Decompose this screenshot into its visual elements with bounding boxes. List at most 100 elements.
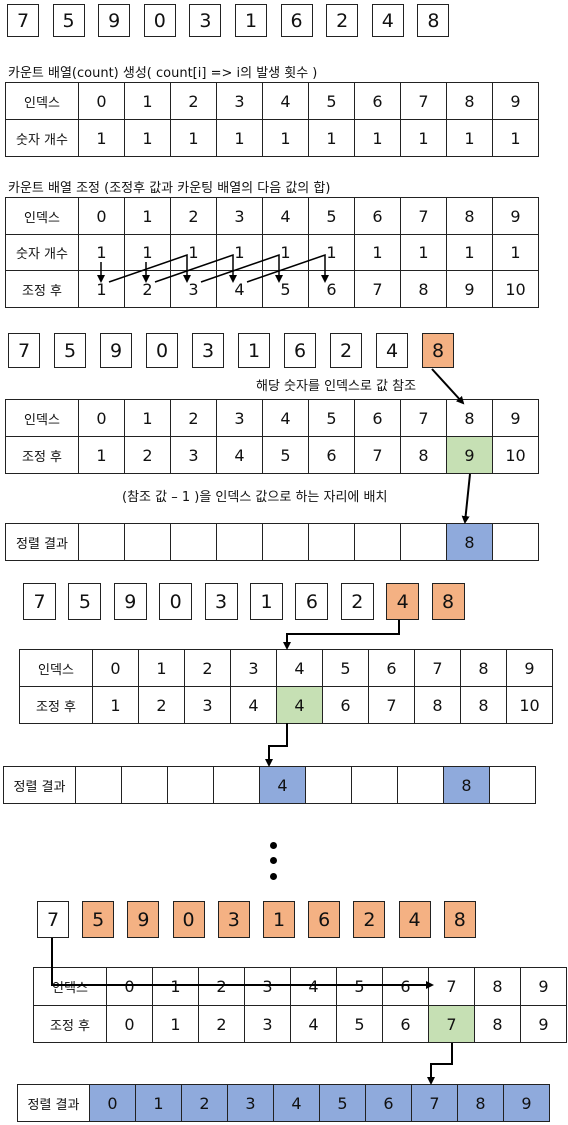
count-cell: 1 [400, 234, 447, 271]
index-cell: 7 [414, 649, 461, 687]
input-number-box: 5 [68, 583, 102, 620]
index-cell: 4 [290, 967, 337, 1006]
index-cell: 0 [78, 399, 125, 437]
adjusted-cell: 2 [198, 1005, 245, 1043]
input-number-box: 9 [113, 583, 147, 620]
index-cell: 0 [92, 649, 139, 687]
input-number-box: 4 [371, 4, 404, 37]
index-cell: 2 [184, 649, 231, 687]
adjusted-cell: 8 [400, 270, 447, 308]
adjusted-cell: 2 [124, 270, 171, 308]
count-cell: 1 [354, 119, 401, 157]
index-cell: 4 [262, 197, 309, 235]
step1-note-top: 해당 숫자를 인덱스로 값 참조 [256, 379, 417, 394]
ellipsis-dot [270, 873, 277, 880]
index-cell: 9 [492, 399, 539, 437]
result-cell [351, 766, 398, 804]
input-number-box-highlight: 8 [431, 583, 465, 620]
index-cell: 4 [276, 649, 323, 687]
index-cell: 8 [460, 649, 507, 687]
input-number-box: 2 [326, 4, 359, 37]
index-cell: 2 [170, 399, 217, 437]
input-number-box: 4 [376, 333, 408, 368]
index-cell: 9 [492, 82, 539, 120]
result-cell [400, 523, 447, 561]
count-cell: 1 [216, 234, 263, 271]
input-number-box: 7 [7, 4, 39, 37]
adjust-table: 인덱스 0 1 2 3 4 5 6 7 8 9 숫자 개수 1 1 1 1 1 … [5, 197, 539, 308]
input-number-box-highlight: 3 [217, 901, 250, 938]
adjusted-cell-highlight: 7 [428, 1005, 475, 1043]
final-result-table: 정렬 결과 0 1 2 3 4 5 6 7 8 9 [17, 1084, 550, 1122]
adjusted-cell: 5 [262, 270, 309, 308]
index-cell: 3 [216, 399, 263, 437]
adjusted-cell: 4 [216, 270, 263, 308]
input-number-box: 2 [330, 333, 362, 368]
count-cell: 1 [216, 119, 263, 157]
adjusted-cell: 8 [400, 436, 447, 474]
result-label: 정렬 결과 [17, 1084, 90, 1122]
count-cell: 1 [262, 119, 309, 157]
adjusted-cell: 9 [520, 1005, 567, 1043]
index-cell: 1 [138, 649, 185, 687]
result-cell [397, 766, 444, 804]
input-number-box: 6 [295, 583, 329, 620]
input-number-box: 9 [100, 333, 132, 368]
input-number-box-highlight: 4 [398, 901, 431, 938]
adjusted-cell: 1 [78, 270, 125, 308]
input-number-box: 9 [98, 4, 131, 37]
adjusted-cell: 0 [106, 1005, 153, 1043]
count-cell: 1 [446, 119, 493, 157]
count-cell: 1 [124, 119, 171, 157]
index-label: 인덱스 [5, 197, 79, 235]
count-cell: 1 [308, 234, 355, 271]
result-cell [213, 766, 260, 804]
result-cell [305, 766, 352, 804]
result-cell [216, 523, 263, 561]
adjusted-cell: 1 [78, 436, 125, 474]
index-cell: 1 [152, 967, 199, 1006]
index-cell: 0 [78, 197, 125, 235]
ellipsis-dot [270, 842, 277, 849]
input-number-box: 3 [204, 583, 238, 620]
step1-table: 인덱스 0 1 2 3 4 5 6 7 8 9 조정 후 1 2 3 4 5 6… [5, 399, 539, 474]
result-cell [308, 523, 355, 561]
index-cell: 6 [382, 967, 429, 1006]
input-number-box-highlight: 0 [172, 901, 205, 938]
adjusted-label: 조정 후 [33, 1005, 107, 1043]
adjusted-cell: 3 [244, 1005, 291, 1043]
result-cell-filled: 1 [135, 1084, 182, 1122]
adjusted-cell: 4 [216, 436, 263, 474]
lookup-arrow [283, 620, 400, 650]
index-cell: 0 [106, 967, 153, 1006]
index-cell: 3 [216, 82, 263, 120]
adjusted-cell-highlight: 9 [446, 436, 493, 474]
input-number-box-highlight: 8 [422, 333, 454, 368]
adjusted-cell: 5 [336, 1005, 383, 1043]
count-label: 숫자 개수 [5, 234, 79, 271]
adjusted-cell: 3 [184, 686, 231, 724]
step1-note-bottom: (참조 값 – 1 )을 인덱스 값으로 하는 자리에 배치 [122, 490, 388, 505]
index-label: 인덱스 [19, 649, 93, 687]
adjusted-cell-highlight: 4 [276, 686, 323, 724]
adjusted-cell: 7 [368, 686, 415, 724]
result-cell-filled: 8 [443, 766, 490, 804]
input-number-box-highlight: 4 [386, 583, 420, 620]
adjusted-cell: 10 [506, 686, 553, 724]
result-cell-filled: 2 [181, 1084, 228, 1122]
adjusted-cell: 7 [354, 270, 401, 308]
result-cell-filled: 8 [446, 523, 493, 561]
index-cell: 9 [520, 967, 567, 1006]
adjusted-cell: 2 [138, 686, 185, 724]
ellipsis-dot [270, 857, 277, 864]
step2-table: 인덱스 0 1 2 3 4 5 6 7 8 9 조정 후 1 2 3 4 4 6… [19, 649, 553, 724]
step2-result-table: 정렬 결과 4 8 [3, 766, 536, 804]
index-cell: 8 [446, 82, 493, 120]
count-cell: 1 [400, 119, 447, 157]
index-cell: 5 [308, 82, 355, 120]
result-cell [489, 766, 536, 804]
result-cell [170, 523, 217, 561]
result-cell-filled: 9 [503, 1084, 550, 1122]
input-number-box: 6 [284, 333, 316, 368]
index-cell: 9 [492, 197, 539, 235]
